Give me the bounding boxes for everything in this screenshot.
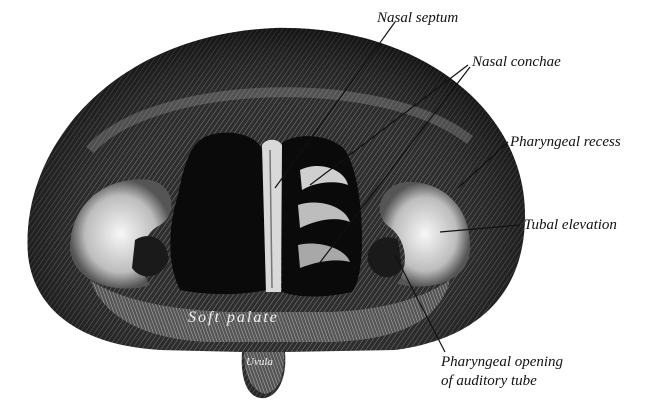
label-pharyngeal-recess: Pharyngeal recess — [509, 134, 621, 150]
label-uvula: Uvula — [246, 356, 273, 368]
label-nasal-conchae: Nasal conchae — [471, 54, 561, 70]
nasal-conchae-structure — [298, 166, 350, 268]
label-soft-palate: Soft palate — [188, 309, 279, 326]
label-pharyngeal-opening-line1: Pharyngeal opening — [440, 354, 564, 370]
label-pharyngeal-opening-line2: of auditory tube — [441, 373, 537, 389]
label-tubal-elevation: Tubal elevation — [524, 217, 617, 233]
label-nasal-septum: Nasal septum — [376, 10, 458, 26]
